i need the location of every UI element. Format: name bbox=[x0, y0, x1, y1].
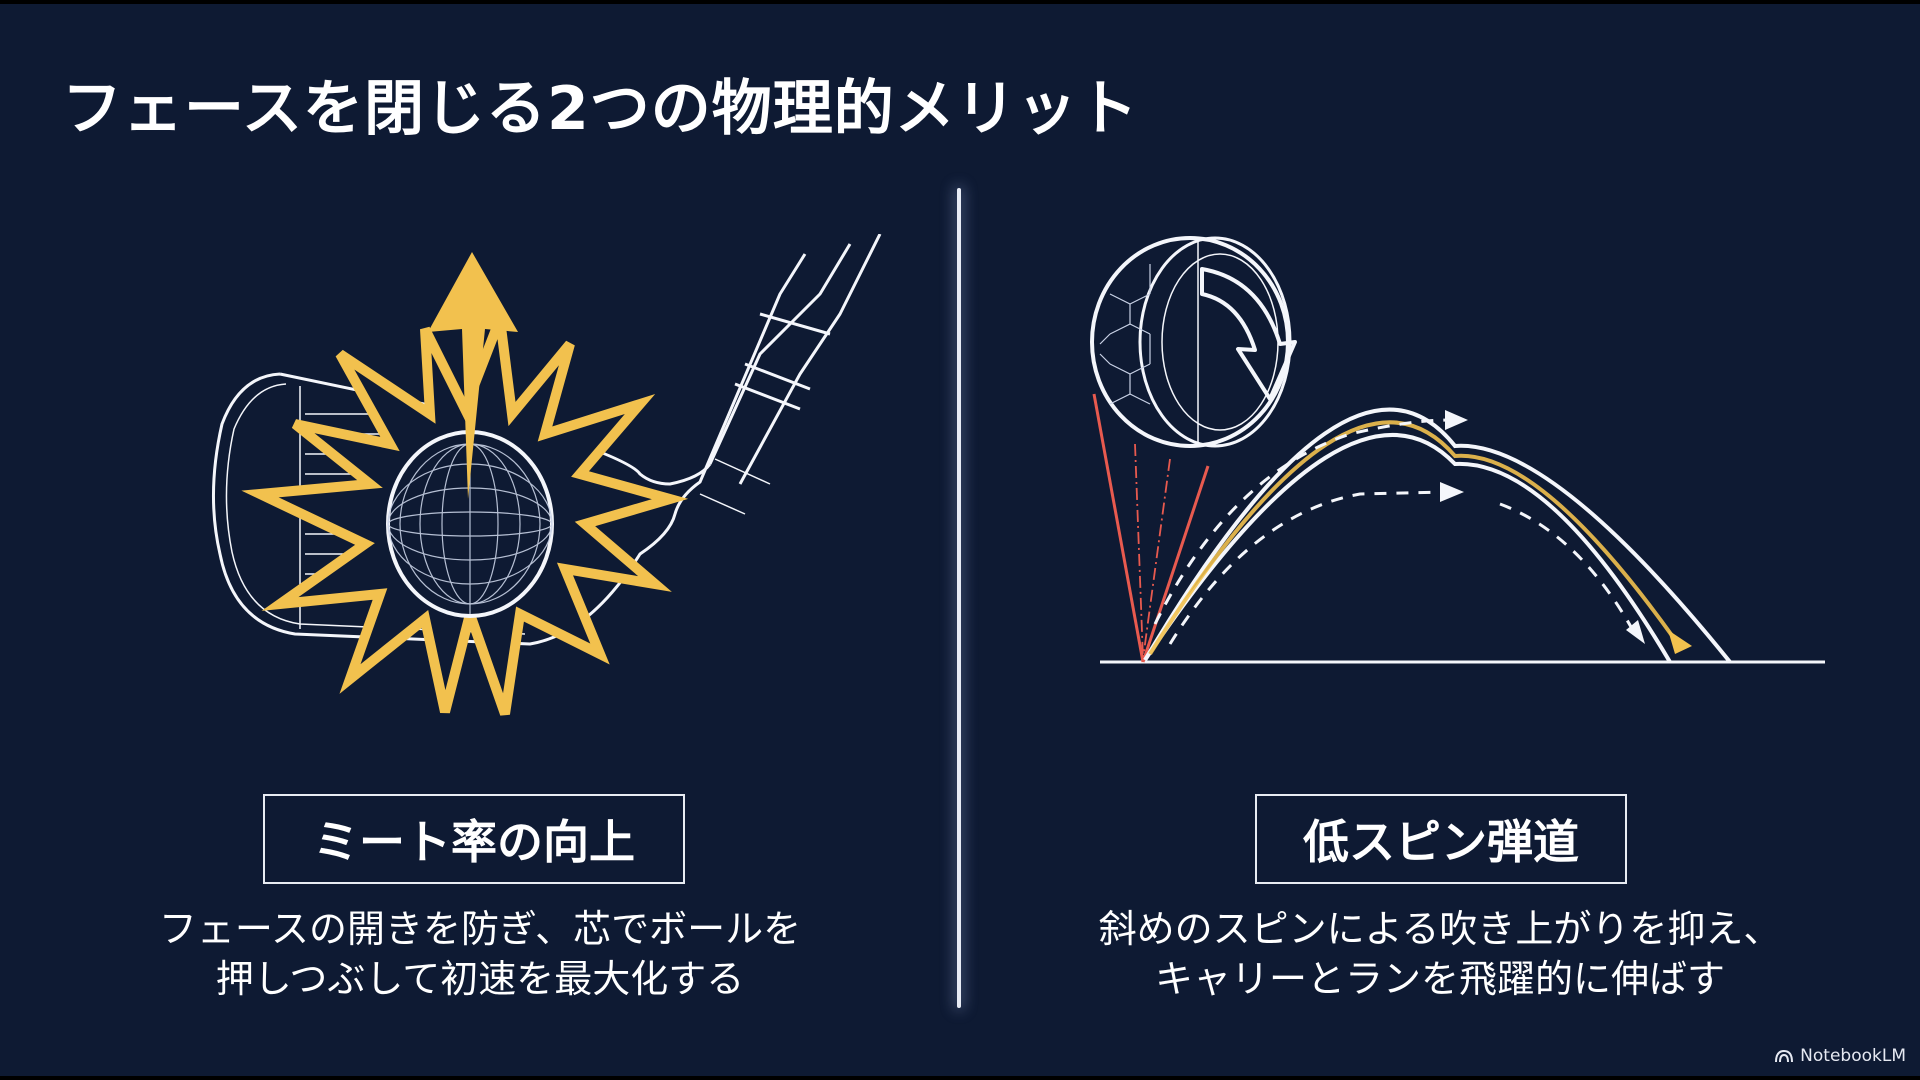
low-spin-heading-text: 低スピン弾道 bbox=[1303, 815, 1579, 869]
spin-arrow-icon bbox=[1200, 267, 1297, 401]
brand-label: NotebookLM bbox=[1800, 1046, 1906, 1066]
notebooklm-icon bbox=[1775, 1049, 1794, 1063]
bottom-letterbox bbox=[0, 1076, 1920, 1080]
golf-iron-impact-illustration bbox=[212, 234, 882, 716]
meet-rate-description: フェースの開きを防ぎ、芯でボールを 押しつぶして初速を最大化する bbox=[120, 904, 840, 1004]
meet-rate-description-line1: フェースの開きを防ぎ、芯でボールを bbox=[158, 907, 802, 951]
meet-rate-heading: ミート率の向上 bbox=[263, 794, 685, 884]
golf-ball-cutaway-icon bbox=[1090, 236, 1292, 448]
slide: フェースを閉じる2つの物理的メリット bbox=[0, 4, 1920, 1076]
meet-rate-heading-text: ミート率の向上 bbox=[313, 815, 635, 869]
up-arrow-icon bbox=[428, 252, 518, 499]
page-title: フェースを閉じる2つの物理的メリット bbox=[62, 74, 1139, 144]
dashed-arrow-icon bbox=[1153, 418, 1637, 645]
low-spin-description-line1: 斜めのスピンによる吹き上がりを抑え、 bbox=[1098, 907, 1782, 951]
low-spin-trajectory-illustration bbox=[1090, 236, 1825, 664]
trajectory-arc-icon bbox=[1143, 407, 1732, 664]
panel-divider bbox=[957, 188, 961, 1008]
low-spin-description: 斜めのスピンによる吹き上がりを抑え、 キャリーとランを飛躍的に伸ばす bbox=[1060, 904, 1820, 1004]
notebooklm-brand: NotebookLM bbox=[1774, 1046, 1906, 1066]
low-spin-description-line2: キャリーとランを飛躍的に伸ばす bbox=[1154, 957, 1725, 1001]
low-spin-heading: 低スピン弾道 bbox=[1255, 794, 1627, 884]
meet-rate-description-line2: 押しつぶして初速を最大化する bbox=[215, 957, 745, 1001]
